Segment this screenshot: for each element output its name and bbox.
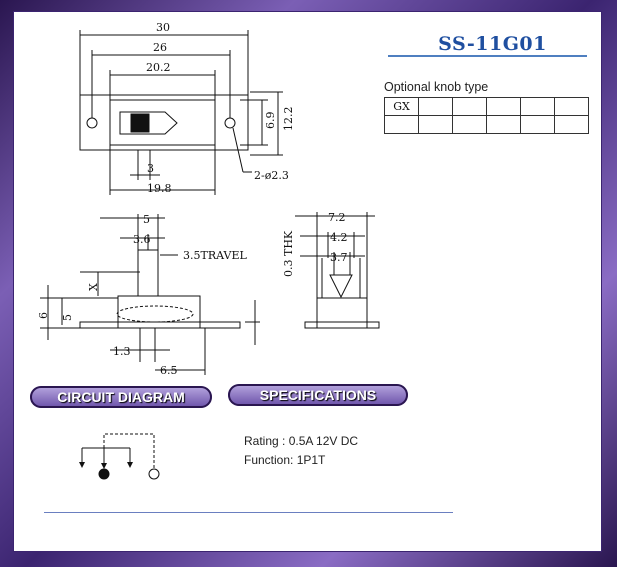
dim-3-6: 3.6 <box>133 233 151 246</box>
circuit-contact-closed <box>98 468 110 480</box>
mount-hole-left <box>86 117 98 129</box>
knob-fill <box>130 113 150 133</box>
side-plate-outline <box>79 321 241 329</box>
optional-knob-label: Optional knob type <box>384 80 489 94</box>
spec-function: Function: 1P1T <box>244 453 326 467</box>
dim-hole: 2-ø2.3 <box>254 169 289 182</box>
knob-outline <box>119 111 178 135</box>
dim-thk: 0.3 THK <box>282 230 295 277</box>
switch-body-outline <box>109 99 216 146</box>
dim-5: 5 <box>143 213 150 226</box>
circuit-diagram-badge: CIRCUIT DIAGRAM <box>30 386 212 408</box>
circuit-dashed-link <box>103 433 155 470</box>
dim-30: 30 <box>156 21 170 34</box>
dim-20-2: 20.2 <box>146 61 171 74</box>
end-plate-outline <box>304 321 380 329</box>
dim-6-9: 6.9 <box>264 112 277 130</box>
title-underline <box>388 55 587 57</box>
dim-6: 6 <box>37 312 50 319</box>
dim-x: X <box>87 283 100 291</box>
end-body-outline <box>316 297 368 329</box>
circuit-contact-open <box>148 468 160 480</box>
dim-6-5: 6.5 <box>160 364 178 377</box>
dim-26: 26 <box>153 41 167 54</box>
side-body-outline <box>117 295 201 329</box>
dim-19-8: 19.8 <box>147 182 172 195</box>
dim-7-2: 7.2 <box>328 211 346 224</box>
knob-cell <box>554 115 589 134</box>
dim-5b: 5 <box>61 314 74 321</box>
bottom-divider <box>44 512 453 513</box>
side-contact-outline <box>116 305 194 323</box>
page-title: SS-11G01 <box>438 33 547 55</box>
mount-plate-outline <box>79 94 249 151</box>
end-knob-outline <box>329 274 353 299</box>
specifications-badge: SPECIFICATIONS <box>228 384 408 406</box>
spec-rating: Rating : 0.5A 12V DC <box>244 434 359 448</box>
mount-hole-right <box>224 117 236 129</box>
dim-1-3: 1.3 <box>113 345 131 358</box>
dim-travel: 3.5TRAVEL <box>183 249 247 262</box>
dim-4-2: 4.2 <box>330 231 348 244</box>
dim-12-2: 12.2 <box>282 107 295 132</box>
knob-type-table: GX <box>384 97 589 134</box>
dim-3-7: 3.7 <box>330 251 348 264</box>
side-knob-outline <box>137 249 159 297</box>
dim-3: 3 <box>147 162 154 175</box>
